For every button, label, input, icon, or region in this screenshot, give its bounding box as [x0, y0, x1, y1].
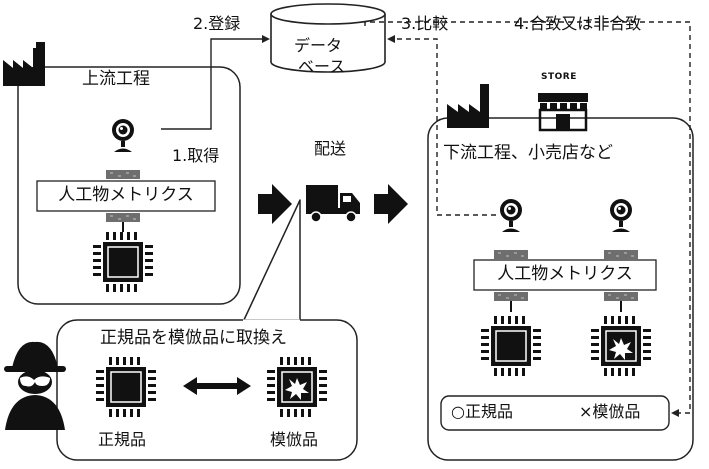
store-icon [538, 93, 588, 132]
factory-icon-downstream [447, 84, 489, 128]
delivery-arrow-left [258, 184, 292, 224]
register-arrow [161, 38, 263, 130]
spy-icon [4, 341, 66, 430]
step-acquire-label: 1.取得 [172, 146, 220, 165]
downstream-title: 下流工程、小売店など [443, 143, 613, 163]
metrics-label-downstream: 人工物メトリクス [497, 264, 633, 284]
delivery-label: 配送 [314, 139, 347, 158]
sensor-strip-down-right-bottom [604, 292, 638, 301]
sensor-strip-upstream-bottom [106, 213, 140, 222]
step-compare-label: 3.比較 [401, 14, 449, 33]
database-label-line1: データ [294, 36, 343, 55]
swap-genuine-label: 正規品 [98, 430, 147, 449]
step-register-label: 2.登録 [193, 14, 241, 33]
metrics-box-downstream [473, 259, 657, 291]
swap-counterfeit-label: 模倣品 [270, 430, 319, 449]
upstream-title: 上流工程 [82, 69, 150, 89]
verdict-genuine: ○正規品 [451, 402, 513, 421]
step-result-label: 4.合致又は非合致 [514, 14, 642, 33]
sensor-strip-down-left-bottom [494, 292, 528, 301]
swap-callout-tail [242, 199, 301, 323]
sensor-strip-down-right-top [604, 250, 638, 259]
compare-arrow [394, 38, 496, 216]
camera-icon-downstream-right [610, 199, 632, 232]
database-label-line2: ベース [298, 57, 346, 76]
sensor-strip-down-left-top [494, 250, 528, 259]
database-icon [270, 3, 386, 73]
result-arrow [364, 21, 691, 414]
camera-icon-upstream [112, 119, 134, 152]
truck-icon [306, 185, 360, 223]
metrics-box-upstream [36, 180, 216, 212]
swap-double-arrow [183, 377, 251, 395]
verdict-box [440, 395, 670, 431]
sensor-strip-upstream-top [106, 170, 140, 179]
chip-icon-upstream [92, 231, 154, 293]
swap-title: 正規品を模倣品に取換え [100, 328, 287, 348]
swap-callout-box [56, 319, 358, 461]
verdict-counterfeit: ×模倣品 [579, 402, 641, 421]
upstream-process-box [17, 66, 241, 305]
factory-icon-upstream [3, 42, 45, 86]
camera-icon-downstream-left [500, 199, 522, 232]
store-sign-text: STORE [541, 72, 577, 82]
chip-icon-downstream-genuine [480, 315, 542, 377]
delivery-arrow-right [374, 184, 408, 224]
metrics-label-upstream: 人工物メトリクス [58, 185, 194, 205]
